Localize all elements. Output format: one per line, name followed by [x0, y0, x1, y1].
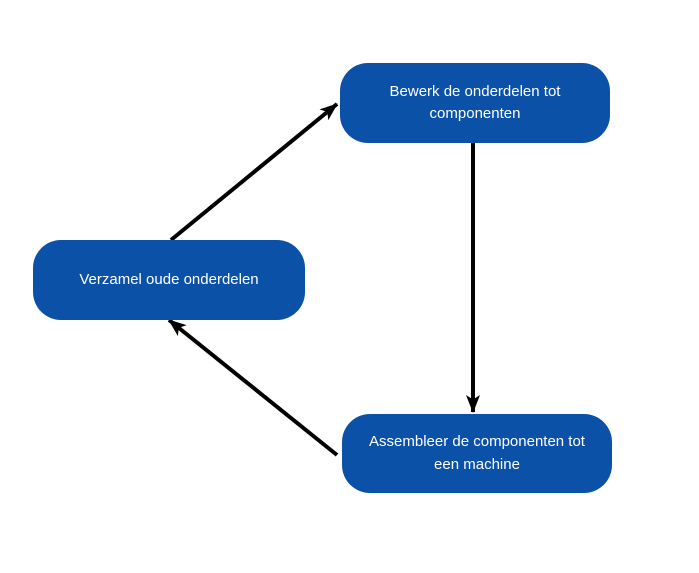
- node-verzamel-label: Verzamel oude onderdelen: [79, 270, 259, 288]
- edge-verzamel-to-bewerk-arrow: [169, 102, 339, 242]
- node-assembleer-label: Assembleer de componenten tot een machin…: [369, 433, 585, 473]
- edge-assembleer-to-verzamel-arrow: [167, 318, 339, 457]
- node-bewerk: Bewerk de onderdelen tot componenten: [340, 63, 610, 143]
- node-bewerk-label: Bewerk de onderdelen tot componenten: [389, 82, 561, 123]
- node-assembleer: Assembleer de componenten tot een machin…: [342, 414, 612, 493]
- node-verzamel: Verzamel oude onderdelen: [33, 240, 305, 320]
